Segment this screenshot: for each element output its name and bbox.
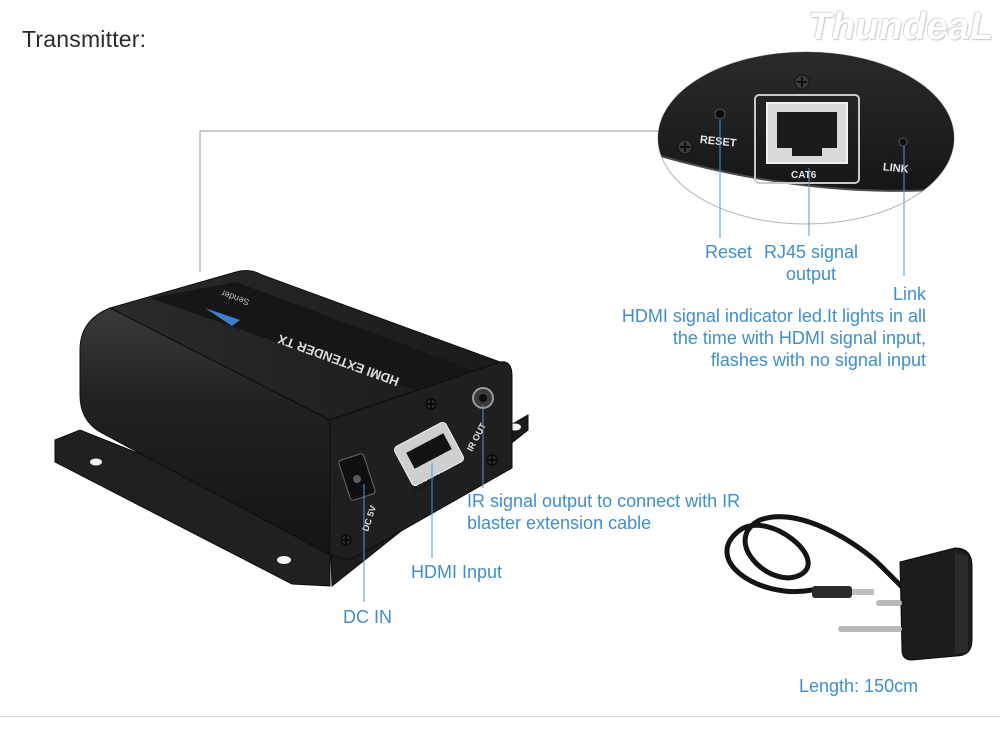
hdmi-led-line3: flashes with no signal input bbox=[710, 350, 926, 370]
bottom-divider bbox=[0, 716, 1000, 717]
dc-in-label: DC IN bbox=[343, 607, 392, 627]
reset-label: Reset bbox=[705, 242, 753, 262]
zoom-callout-line bbox=[199, 130, 664, 272]
rj45-label-line2: output bbox=[785, 264, 837, 284]
hdmi-port bbox=[406, 433, 452, 469]
link-text: LINK bbox=[882, 161, 909, 176]
link-label: Link bbox=[892, 284, 926, 304]
hdmi-led-description: HDMI signal indicator led.It lights in a… bbox=[560, 305, 926, 371]
ir-line1: IR signal output to connect with IR bbox=[467, 491, 741, 511]
power-adapter bbox=[724, 514, 973, 661]
hdmi-led-line2: the time with HDMI signal input, bbox=[672, 328, 926, 348]
cat6-text: CAT6 bbox=[791, 170, 817, 181]
rj45-label-line1: RJ45 signal bbox=[763, 242, 859, 262]
rj45-port-frame bbox=[754, 94, 860, 184]
page-title: Transmitter: bbox=[22, 26, 147, 52]
ir-line2: blaster extension cable bbox=[467, 513, 652, 533]
brand-logo: ThundeaL bbox=[808, 6, 994, 48]
cable-length-label: Length: 150cm bbox=[799, 676, 919, 696]
hdmi-input-label: HDMI Input bbox=[411, 562, 503, 582]
reset-button-hole bbox=[714, 108, 726, 120]
rj45-label: RJ45 signal output bbox=[756, 241, 866, 285]
link-led bbox=[898, 137, 908, 147]
hdmi-led-line1: HDMI signal indicator led.It lights in a… bbox=[621, 306, 926, 326]
rj45-zoom-panel: RESET CAT6 LINK bbox=[657, 51, 955, 225]
ir-output-description: IR signal output to connect with IR blas… bbox=[467, 490, 740, 534]
arrow-icon bbox=[205, 308, 240, 326]
hdmi-extender-transmitter: HDMI EXTENDER TX Sender HDMI IN IR OUT D… bbox=[54, 270, 529, 588]
reset-text: RESET bbox=[699, 134, 737, 150]
